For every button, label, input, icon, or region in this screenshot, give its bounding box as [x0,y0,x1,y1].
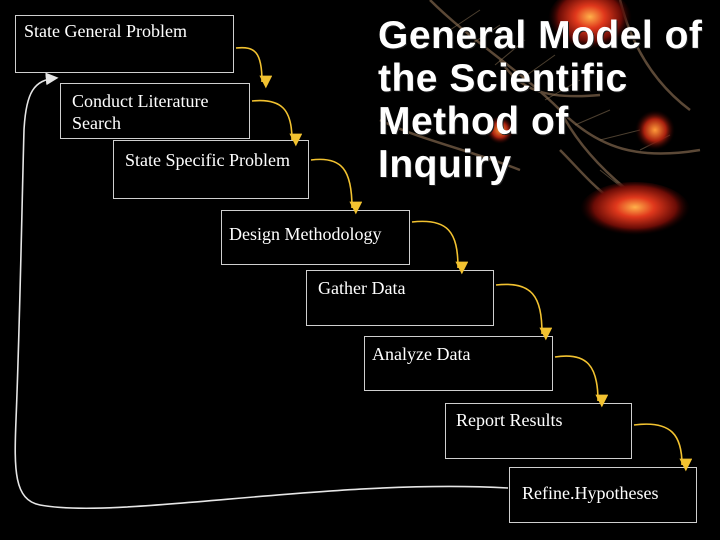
step-label: Gather Data [318,278,406,298]
ornament-ball [580,182,690,238]
step-box-gather-data: Gather Data [306,270,494,326]
step-label: Design Methodology [229,224,382,244]
step-label: Search [72,113,121,133]
step-label: Conduct Literature [72,91,209,111]
title-line: General Model of [378,14,703,57]
step-box-analyze-data: Analyze Data [364,336,553,391]
title-line: Method of [378,100,569,143]
slide-title: General Model of the Scientific Method o… [378,14,718,186]
step-label: Analyze Data [372,344,471,364]
title-line: Inquiry [378,143,512,186]
step-box-state-specific-problem: State Specific Problem [113,140,309,199]
step-label: State Specific Problem [125,150,290,170]
ornament-ball [548,0,632,52]
step-box-design-methodology: Design Methodology [221,210,410,265]
step-box-report-results: Report Results [445,403,632,459]
step-label: State General Problem [24,21,187,41]
step-box-state-general-problem: State General Problem [15,15,234,73]
ornament-ball [635,110,675,150]
step-label: Refine.Hypotheses [522,483,659,503]
title-line: the Scientific [378,57,628,100]
step-label: Report Results [456,410,563,430]
step-box-conduct-literature-search: Conduct Literature Search [60,83,250,139]
step-box-refine-hypotheses: Refine.Hypotheses [509,467,697,523]
